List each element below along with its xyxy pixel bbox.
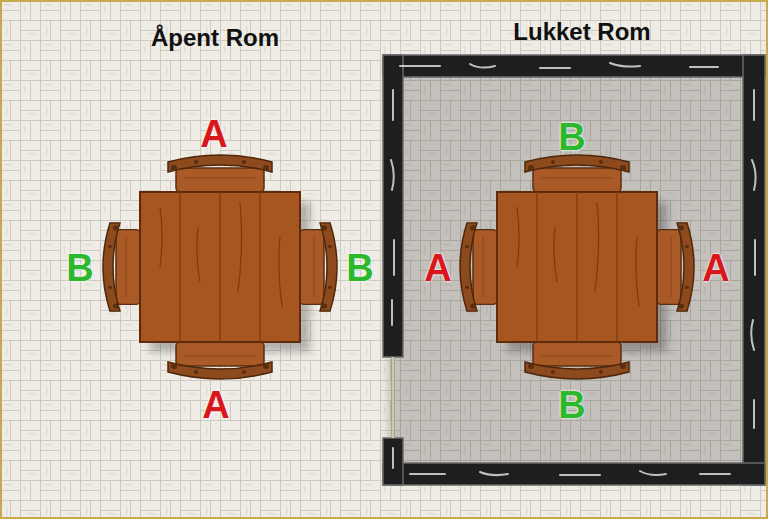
seat-letter: A (200, 115, 227, 153)
room-heading: Lukket Rom (383, 14, 768, 46)
seat-letter: A (202, 386, 229, 424)
seat-letter: A (702, 249, 729, 287)
room-heading: Åpent Rom (151, 26, 279, 50)
seat-letter: B (66, 249, 93, 287)
seat-letter: B (558, 386, 585, 424)
seat-letter: A (424, 249, 451, 287)
seat-letter: B (346, 249, 373, 287)
seat-letter: B (558, 118, 585, 156)
